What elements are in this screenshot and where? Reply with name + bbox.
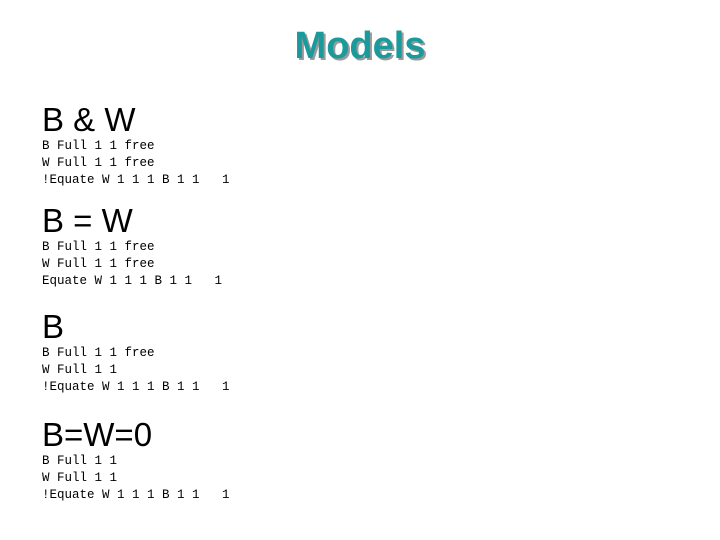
slide-title: Models	[294, 25, 426, 67]
code-line: W Full 1 1 free	[42, 257, 155, 271]
model-heading: B=W=0	[42, 416, 153, 453]
code-line: W Full 1 1 free	[42, 156, 155, 170]
model-section-b-equals-w-equals-0: B=W=0 B Full 1 1 W Full 1 1 !Equate W 1 …	[42, 417, 230, 504]
code-line: B Full 1 1	[42, 454, 118, 468]
model-heading: B & W	[42, 101, 136, 138]
model-section-b: B B Full 1 1 free W Full 1 1 !Equate W 1…	[42, 309, 230, 396]
code-line: B Full 1 1 free	[42, 139, 155, 153]
model-heading: B = W	[42, 202, 133, 239]
code-line: B Full 1 1 free	[42, 240, 155, 254]
model-section-b-and-w: B & W B Full 1 1 free W Full 1 1 free !E…	[42, 102, 230, 189]
code-line: Equate W 1 1 1 B 1 1 1	[42, 274, 223, 288]
model-section-b-equals-w: B = W B Full 1 1 free W Full 1 1 free Eq…	[42, 203, 222, 290]
model-heading: B	[42, 308, 65, 345]
code-line: !Equate W 1 1 1 B 1 1 1	[42, 380, 230, 394]
code-line: !Equate W 1 1 1 B 1 1 1	[42, 488, 230, 502]
code-line: W Full 1 1	[42, 471, 118, 485]
code-line: !Equate W 1 1 1 B 1 1 1	[42, 173, 230, 187]
code-line: W Full 1 1	[42, 363, 118, 377]
code-line: B Full 1 1 free	[42, 346, 155, 360]
